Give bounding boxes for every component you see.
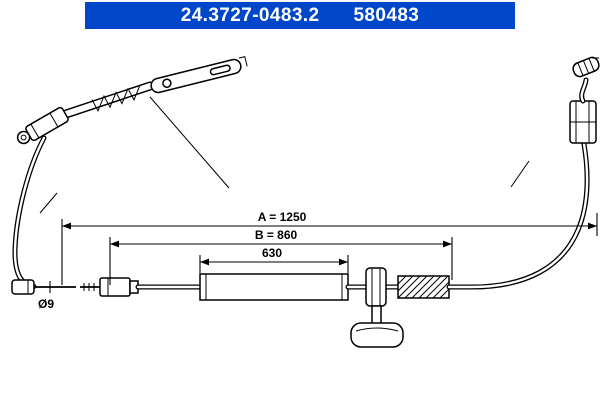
leader-line xyxy=(149,96,230,189)
dimension-sleeve-label: 630 xyxy=(262,246,282,260)
dimension-a: A = 1250 xyxy=(61,210,598,285)
reference-number: 580483 xyxy=(353,4,420,26)
header-bar: 24.3727-0483.2 580483 xyxy=(85,2,515,29)
dimension-sleeve: 630 xyxy=(199,246,349,273)
retaining-clip xyxy=(569,100,597,144)
cable-end-barrel xyxy=(11,279,35,295)
cable-right-curve xyxy=(446,141,590,290)
cable-top-right xyxy=(579,77,589,104)
break-mark-left xyxy=(39,192,58,214)
conduit-bellows xyxy=(61,81,155,119)
bare-cable-section xyxy=(34,281,76,293)
cable-eye-fitting xyxy=(16,106,69,145)
dimension-b: B = 860 xyxy=(109,228,453,285)
cable-left-curve xyxy=(12,135,47,289)
adjuster xyxy=(80,277,139,297)
dimension-b-label: B = 860 xyxy=(255,228,298,242)
dimension-a-label: A = 1250 xyxy=(258,210,307,224)
cable-diameter-label: Ø9 xyxy=(38,297,54,311)
abutment-bracket-plate xyxy=(150,56,248,94)
cable-end-nipple xyxy=(572,56,600,78)
protective-sleeve xyxy=(397,275,450,299)
break-mark-right xyxy=(510,160,530,188)
mounting-bracket xyxy=(365,267,387,325)
outer-sleeve xyxy=(199,273,349,301)
part-number: 24.3727-0483.2 xyxy=(180,4,320,26)
rubber-foot xyxy=(350,322,404,348)
